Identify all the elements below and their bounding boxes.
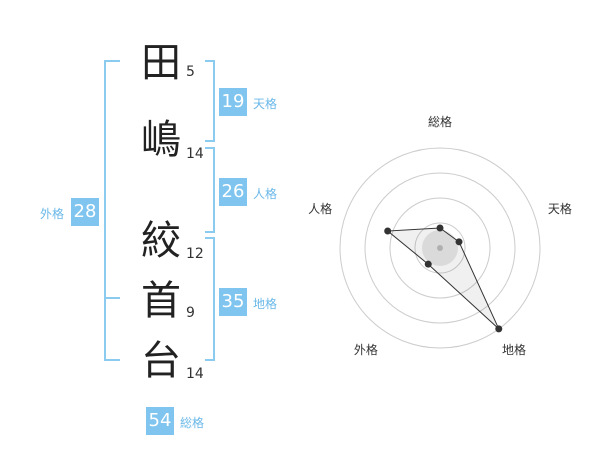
radar-axis-label-1: 総格 — [428, 114, 452, 129]
jinkaku-bracket — [205, 147, 215, 233]
stroke-count-3: 12 — [186, 246, 204, 262]
soukaku-value: 54 — [146, 407, 174, 435]
chikaku-value: 35 — [219, 288, 247, 316]
radar-point-3 — [495, 325, 503, 333]
jinkaku-label: 人格 — [253, 187, 278, 201]
name-char-3: 絞 — [141, 218, 181, 264]
gaikaku-bracket — [104, 60, 120, 361]
name-char-1: 田 — [141, 40, 181, 86]
radar-point-2 — [455, 238, 463, 246]
stroke-count-5: 14 — [186, 366, 204, 382]
gaikaku-value: 28 — [71, 198, 99, 226]
name-char-4: 首 — [141, 278, 181, 324]
radar-axis-label-2: 天格 — [548, 201, 572, 216]
name-char-2: 嶋 — [141, 117, 181, 163]
radar-point-4 — [424, 260, 432, 268]
radar-center-dot — [437, 245, 443, 251]
radar-axis-label-4: 外格 — [354, 342, 378, 357]
stroke-count-1: 5 — [186, 64, 195, 80]
radar-area — [386, 227, 500, 330]
radar-ring-1 — [414, 222, 466, 274]
stroke-count-2: 14 — [186, 146, 204, 162]
jinkaku-value: 26 — [219, 178, 247, 206]
radar-axis-label-5: 人格 — [308, 201, 332, 216]
soukaku-label: 総格 — [180, 416, 205, 430]
radar-axis-label-3: 地格 — [502, 342, 526, 357]
stroke-count-4: 9 — [186, 305, 195, 321]
name-char-5: 台 — [141, 338, 181, 384]
radar-ring-4 — [339, 147, 541, 349]
tenkaku-value: 19 — [219, 88, 247, 116]
radar-point-5 — [384, 227, 392, 235]
gaikaku-bracket-tick — [106, 297, 120, 299]
chikaku-label: 地格 — [253, 297, 278, 311]
gaikaku-label: 外格 — [40, 207, 65, 221]
tenkaku-label: 天格 — [253, 97, 278, 111]
radar-point-1 — [436, 224, 444, 232]
chikaku-bracket — [205, 237, 215, 361]
radar-ring-2 — [389, 197, 491, 299]
radar-ring-3 — [364, 172, 516, 324]
tenkaku-bracket — [205, 60, 215, 142]
